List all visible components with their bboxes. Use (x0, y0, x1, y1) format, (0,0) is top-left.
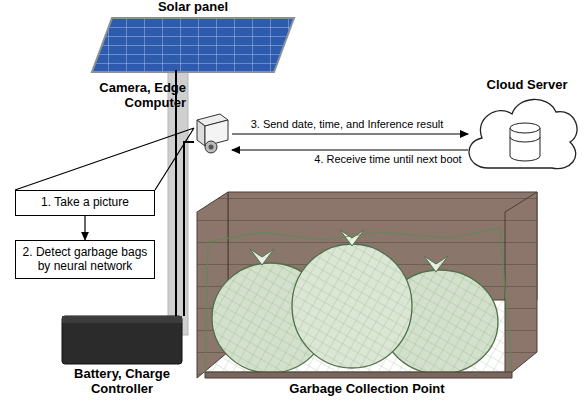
solar-panel: Solar panel (92, 18, 294, 72)
solar-panel-frame (92, 18, 294, 72)
node-label: Camera, Edge Computer (76, 81, 186, 111)
node-label: Solar panel (92, 0, 294, 15)
step-text: 2. Detect garbage bags by neural network (22, 246, 148, 274)
connector-line (15, 128, 194, 190)
garbage-fence (197, 192, 537, 378)
node-label: Battery, Charge Controller (42, 367, 202, 397)
arrow (84, 216, 85, 240)
camera-node: Camera, Edge Computer (194, 112, 230, 154)
process-box: 2. Detect garbage bags by neural network (15, 240, 155, 280)
cloud-icon (469, 99, 577, 168)
process-box: 1. Take a picture (15, 190, 155, 216)
arrow (232, 149, 468, 150)
battery-node: Battery, Charge Controller (62, 316, 182, 364)
cloud-server: Cloud Server (464, 96, 582, 174)
edge-label: 4. Receive time until next boot (312, 153, 463, 166)
camera-icon (197, 114, 228, 153)
edge-label: 3. Send date, time, and Inference result (249, 118, 446, 131)
battery-icon (62, 316, 182, 364)
node-label: Cloud Server (472, 78, 582, 93)
step-text: 1. Take a picture (41, 196, 129, 210)
arrow (232, 133, 468, 134)
node-label: Garbage Collection Point (197, 382, 537, 397)
garbage-point: Garbage Collection Point (197, 192, 537, 378)
connector-line (184, 142, 194, 316)
